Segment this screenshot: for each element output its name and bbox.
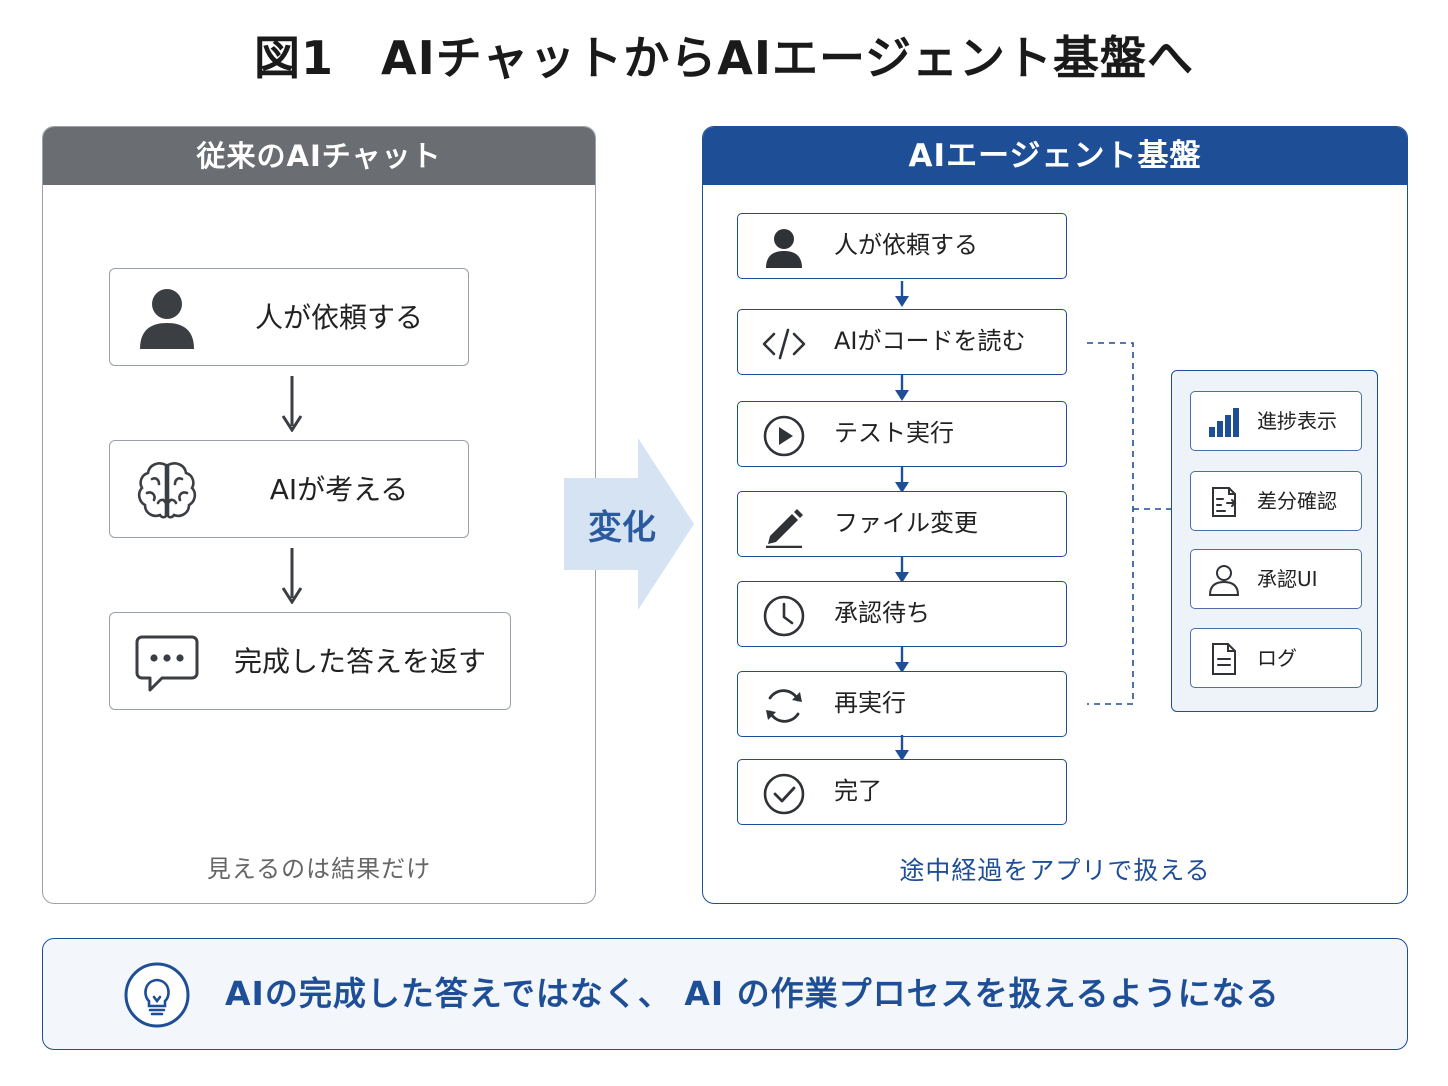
agent-step-label: 再実行 (834, 689, 906, 717)
summary-banner: AIの完成した答えではなく、 AI の作業プロセスを扱えるようになる (42, 938, 1408, 1050)
agent-step-rerun: 再実行 (737, 671, 1067, 737)
left-panel-footer: 見えるのは結果だけ (206, 855, 432, 883)
agent-step-label: 人が依頼する (834, 231, 978, 259)
left-step-request: 人が依頼する (109, 268, 469, 366)
down-arrow (895, 375, 909, 401)
agent-step-read-code: AIがコードを読む (737, 309, 1067, 375)
clock-icon (763, 595, 805, 637)
user-outline-icon (1208, 565, 1240, 596)
down-arrow (895, 735, 909, 761)
left-step-answer: 完成した答えを返す (109, 612, 511, 710)
feature-approval-ui: 承認UI (1190, 549, 1362, 609)
panel-heading-traditional: 従来のAIチャット (43, 127, 595, 185)
brain-icon (137, 462, 197, 519)
agent-step-label: テスト実行 (834, 419, 954, 447)
figure-title: 図1 AIチャットからAIエージェント基盤へ (253, 31, 1195, 85)
dashed-connector (1087, 342, 1171, 705)
down-arrow (895, 281, 909, 307)
lightbulb-icon (124, 962, 190, 1028)
left-step-label: AIが考える (269, 473, 409, 506)
agent-step-test: テスト実行 (737, 401, 1067, 467)
agent-step-complete: 完了 (737, 759, 1067, 825)
app-features-box: 進捗表示 差分確認 承認UI (1171, 370, 1378, 712)
down-arrow (895, 647, 909, 673)
change-label: 変化 (588, 508, 656, 548)
feature-label: ログ (1257, 646, 1297, 670)
down-arrow (281, 376, 303, 432)
agent-step-label: ファイル変更 (834, 509, 978, 537)
down-arrow (895, 467, 909, 493)
feature-label: 進捗表示 (1257, 409, 1337, 433)
diff-document-icon (1212, 487, 1237, 517)
play-icon (763, 415, 805, 457)
change-arrow (564, 438, 694, 610)
summary-text: AIの完成した答えではなく、 AI の作業プロセスを扱えるようになる (225, 974, 1280, 1013)
panel-heading-agent: AIエージェント基盤 (703, 127, 1407, 185)
left-step-label: 人が依頼する (254, 301, 423, 334)
feature-diff: 差分確認 (1190, 471, 1362, 531)
agent-step-file-change: ファイル変更 (737, 491, 1067, 557)
agent-step-await-approval: 承認待ち (737, 581, 1067, 647)
right-panel-footer: 途中経過をアプリで扱える (899, 856, 1211, 885)
feature-label: 承認UI (1257, 567, 1318, 591)
feature-progress: 進捗表示 (1190, 391, 1362, 451)
refresh-icon (766, 689, 802, 723)
down-arrow (895, 557, 909, 583)
left-step-label: 完成した答えを返す (233, 645, 486, 678)
traditional-chat-panel: 従来のAIチャット 人が依頼する AIが考える (42, 126, 596, 904)
code-icon (762, 328, 806, 360)
agent-step-label: 承認待ち (834, 599, 930, 627)
bar-chart-icon (1209, 408, 1239, 437)
down-arrow (281, 548, 303, 604)
agent-step-label: 完了 (834, 777, 882, 805)
person-icon (766, 229, 802, 268)
pencil-icon (766, 509, 803, 548)
check-circle-icon (763, 773, 805, 815)
left-step-think: AIが考える (109, 440, 469, 538)
feature-log: ログ (1190, 628, 1362, 688)
agent-platform-panel: AIエージェント基盤 人が依頼する AIがコードを読む テスト実行 (702, 126, 1408, 904)
log-document-icon (1212, 643, 1236, 675)
chat-bubble-icon (135, 635, 199, 692)
person-icon (140, 289, 194, 349)
agent-step-request: 人が依頼する (737, 213, 1067, 279)
feature-label: 差分確認 (1257, 489, 1337, 513)
agent-step-label: AIがコードを読む (834, 327, 1026, 355)
